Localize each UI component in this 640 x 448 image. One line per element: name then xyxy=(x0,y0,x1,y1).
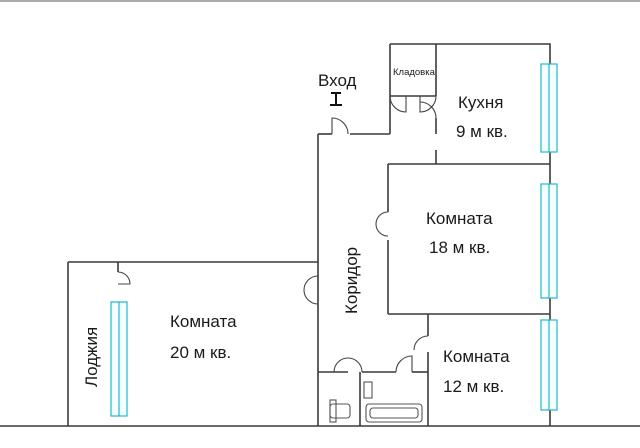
bathroom-fixtures xyxy=(329,381,423,423)
door-room12 xyxy=(413,335,429,351)
room18-area: 18 м кв. xyxy=(429,238,490,257)
door-entrance xyxy=(331,117,349,135)
room12-area: 12 м кв. xyxy=(443,377,504,396)
door-room18 xyxy=(375,211,389,237)
doors xyxy=(117,95,437,373)
interior-walls xyxy=(117,44,550,426)
entrance-label: Вход xyxy=(318,71,357,90)
loggia-label: Лоджия xyxy=(82,327,101,387)
pantry-label: Кладовка xyxy=(393,67,436,78)
corridor-label: Коридор xyxy=(342,247,361,314)
entrance-marker-icon xyxy=(330,92,342,106)
room18-name: Комната xyxy=(426,209,493,228)
windows xyxy=(110,63,558,417)
door-room20 xyxy=(303,275,319,305)
toilet-icon xyxy=(329,403,351,419)
door-loggia xyxy=(117,271,131,285)
door-pantry-right xyxy=(419,95,437,113)
bathtub-icon xyxy=(365,403,423,423)
kitchen-area: 9 м кв. xyxy=(456,122,508,141)
door-bath xyxy=(395,355,413,373)
room20-area: 20 м кв. xyxy=(170,343,231,362)
kitchen-name: Кухня xyxy=(458,93,504,112)
door-pantry-left xyxy=(389,95,407,113)
outer-walls xyxy=(0,43,640,427)
door-toilet xyxy=(333,357,363,373)
room12-name: Комната xyxy=(443,347,510,366)
room20-name: Комната xyxy=(170,312,237,331)
sink-icon xyxy=(363,381,373,399)
